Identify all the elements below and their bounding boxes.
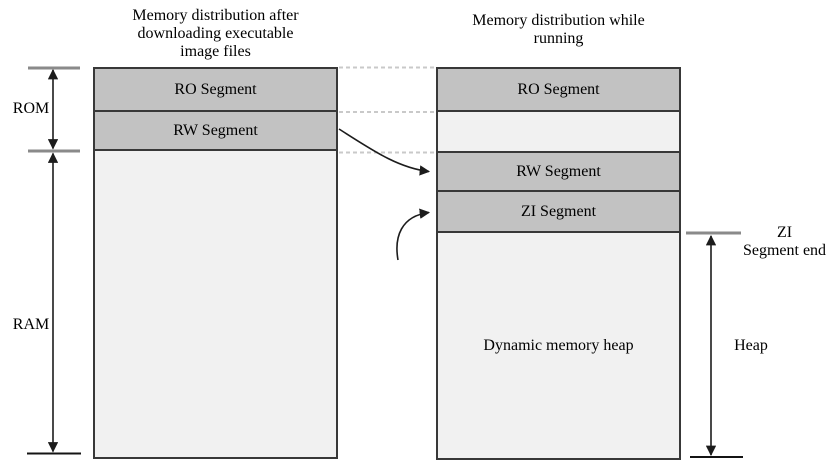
right-zi-segment: ZI Segment	[438, 192, 679, 233]
right-heap-area: Dynamic memory heap	[438, 233, 679, 458]
ram-label: RAM	[12, 316, 50, 333]
title-line: Memory distribution after	[132, 7, 299, 24]
zi-segment-end-line: ZI	[776, 224, 793, 241]
right-ro-segment: RO Segment	[438, 69, 679, 112]
title-line: Memory distribution while	[472, 12, 645, 29]
right-rw-segment: RW Segment	[438, 153, 679, 192]
segment-label: RW Segment	[173, 121, 258, 139]
left-memory-column: RO Segment RW Segment	[93, 67, 338, 459]
zi-segment-end-label: ZI Segment end	[740, 224, 829, 260]
title-line: downloading executable	[137, 25, 294, 42]
title-line: image files	[180, 43, 251, 60]
rom-label: ROM	[12, 100, 50, 117]
right-column-title: Memory distribution while running	[436, 12, 681, 48]
left-rw-segment: RW Segment	[95, 112, 336, 151]
segment-label: ZI Segment	[520, 202, 597, 220]
zi-segment-end-line: Segment end	[742, 242, 827, 259]
left-ro-segment: RO Segment	[95, 69, 336, 112]
segment-label: RW Segment	[516, 162, 601, 180]
zi-create-curved-arrow	[396, 208, 431, 261]
title-line: running	[533, 30, 584, 47]
rw-copy-curved-arrow	[338, 128, 431, 176]
left-column-title: Memory distribution after downloading ex…	[93, 7, 338, 61]
left-free-area	[95, 151, 336, 457]
heap-label: Heap	[734, 337, 768, 354]
right-memory-column: RO Segment RW Segment ZI Segment Dynamic…	[436, 67, 681, 460]
segment-label: Dynamic memory heap	[483, 336, 634, 354]
segment-label: RO Segment	[517, 80, 600, 98]
right-gap-area	[438, 112, 679, 153]
segment-label: RO Segment	[174, 80, 257, 98]
